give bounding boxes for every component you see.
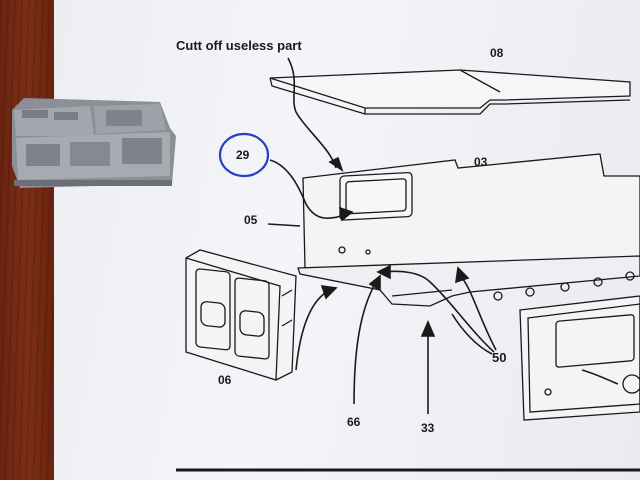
part-label-50: 50 bbox=[492, 350, 507, 365]
part-label-29: 29 bbox=[236, 148, 250, 162]
control-panel-drawing bbox=[519, 295, 640, 421]
panel-03-drawing bbox=[302, 153, 640, 269]
panel-06-drawing bbox=[185, 249, 297, 381]
part-label-08: 08 bbox=[490, 46, 504, 60]
resin-cast-part bbox=[12, 98, 176, 188]
part-label-66: 66 bbox=[347, 415, 361, 429]
blue-pen-circle bbox=[218, 132, 270, 178]
assembly-arrows bbox=[267, 57, 619, 414]
panel-08-drawing bbox=[269, 69, 631, 115]
part-label-03: 03 bbox=[474, 155, 488, 169]
part-label-33: 33 bbox=[421, 421, 435, 435]
cut-off-note: Cutt off useless part bbox=[176, 38, 302, 53]
part-label-05: 05 bbox=[244, 213, 258, 227]
part-label-06: 06 bbox=[218, 373, 232, 387]
